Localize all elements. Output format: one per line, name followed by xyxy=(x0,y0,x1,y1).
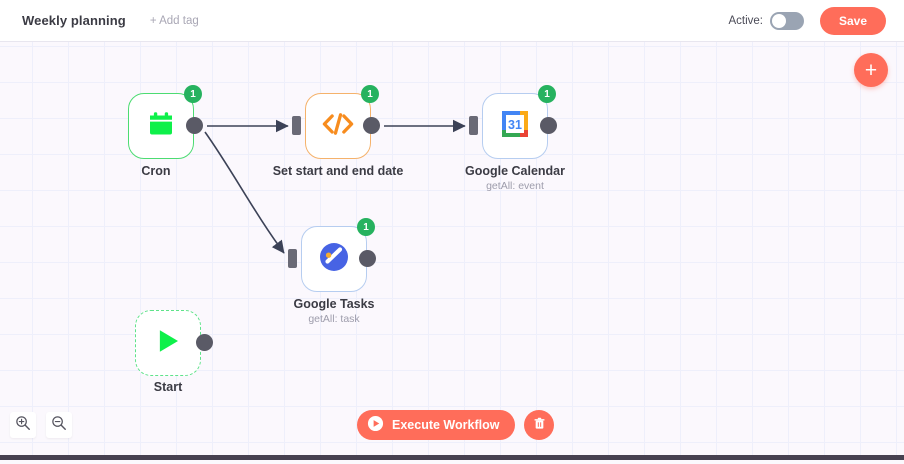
node-google-tasks[interactable]: 1 xyxy=(301,218,375,292)
google-calendar-icon: 31 xyxy=(499,108,531,145)
node-set-start-and-end-date[interactable]: 1 xyxy=(305,85,379,159)
node-title-start: Start xyxy=(153,380,183,394)
zoom-out-icon xyxy=(51,415,67,436)
add-tag-button[interactable]: + Add tag xyxy=(149,14,199,27)
input-endpoint-google-tasks[interactable] xyxy=(288,249,297,268)
execute-workflow-button[interactable]: Execute Workflow xyxy=(357,410,516,440)
bottom-strip xyxy=(0,455,904,460)
node-google-calendar[interactable]: 1 31 xyxy=(482,85,556,159)
app-header: Weekly planning + Add tag Active: Save xyxy=(0,0,904,42)
input-endpoint-set[interactable] xyxy=(292,116,301,135)
input-endpoint-google-calendar[interactable] xyxy=(469,116,478,135)
workflow-canvas[interactable]: 1 Cron 1 xyxy=(0,42,904,460)
output-endpoint-cron[interactable] xyxy=(186,117,203,134)
node-title-google-calendar: Google Calendar xyxy=(464,164,566,178)
play-circle-icon xyxy=(367,415,384,435)
node-caption-start: Start xyxy=(73,380,263,395)
play-triangle-icon xyxy=(153,326,183,361)
execute-toolbar: Execute Workflow xyxy=(357,410,555,440)
output-endpoint-google-calendar[interactable] xyxy=(540,117,557,134)
edge-cron-to-google-tasks xyxy=(204,131,285,254)
zoom-in-button[interactable] xyxy=(10,412,36,438)
node-badge-set: 1 xyxy=(361,85,379,103)
active-toggle-group: Active: xyxy=(728,11,804,30)
node-caption-cron: Cron xyxy=(61,164,251,179)
active-label: Active: xyxy=(728,14,763,27)
node-cron[interactable]: 1 xyxy=(128,85,202,159)
node-subtitle-google-calendar: getAll: event xyxy=(486,180,544,192)
node-subtitle-google-tasks: getAll: task xyxy=(308,313,360,325)
node-caption-set: Set start and end date xyxy=(243,164,433,179)
save-button[interactable]: Save xyxy=(819,6,886,35)
execute-workflow-label: Execute Workflow xyxy=(392,418,500,432)
node-badge-cron: 1 xyxy=(184,85,202,103)
node-title-set: Set start and end date xyxy=(272,164,404,178)
toggle-knob xyxy=(771,13,786,28)
node-title-google-tasks: Google Tasks xyxy=(293,297,375,311)
output-endpoint-google-tasks[interactable] xyxy=(359,250,376,267)
node-caption-google-calendar: Google Calendar getAll: event xyxy=(420,164,610,193)
node-caption-google-tasks: Google Tasks getAll: task xyxy=(239,297,429,326)
header-actions: Active: Save xyxy=(728,6,886,35)
google-tasks-icon xyxy=(317,240,351,279)
output-endpoint-set[interactable] xyxy=(363,117,380,134)
add-node-button[interactable]: + xyxy=(854,53,888,87)
zoom-out-button[interactable] xyxy=(46,412,72,438)
node-badge-google-calendar: 1 xyxy=(538,85,556,103)
active-toggle[interactable] xyxy=(769,11,804,30)
output-endpoint-start[interactable] xyxy=(196,334,213,351)
zoom-controls xyxy=(10,412,72,438)
node-start[interactable] xyxy=(135,310,201,376)
delete-button[interactable] xyxy=(524,410,555,440)
code-brackets-icon xyxy=(321,109,355,144)
zoom-in-icon xyxy=(15,415,31,436)
svg-text:31: 31 xyxy=(508,118,522,132)
calendar-icon xyxy=(146,109,176,144)
trash-icon xyxy=(532,416,547,434)
workflow-title[interactable]: Weekly planning xyxy=(22,13,126,28)
node-badge-google-tasks: 1 xyxy=(357,218,375,236)
node-title-cron: Cron xyxy=(141,164,171,178)
